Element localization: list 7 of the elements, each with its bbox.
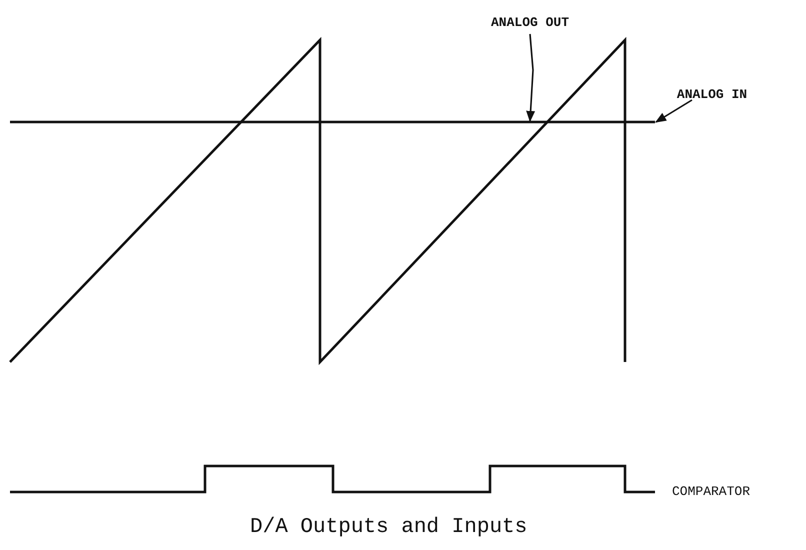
signal-label: COMPARATOR [672,483,750,501]
leader-line [655,99,692,123]
signal-label: ANALOG OUT [470,14,590,32]
leader-line [526,34,536,122]
signal-label: ANALOG IN [672,86,752,104]
sawtooth-waveform [9,36,626,366]
caption: D/A Outputs and Inputs [250,516,528,539]
